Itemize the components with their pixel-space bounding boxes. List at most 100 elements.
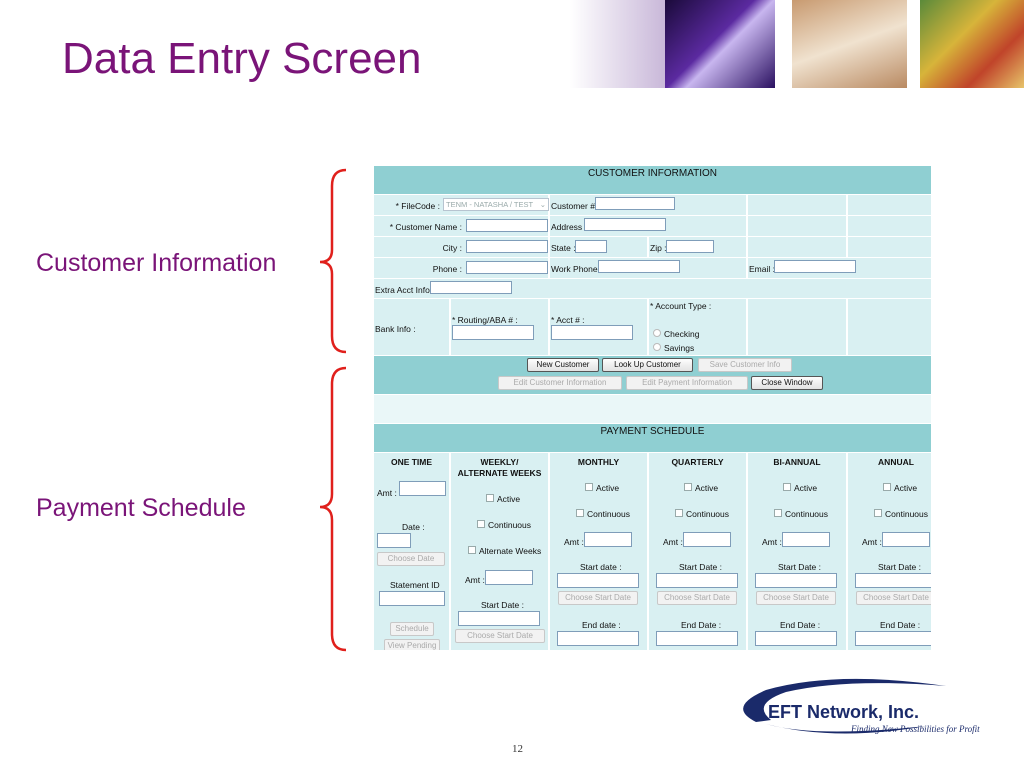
edit-customer-info-button[interactable]: Edit Customer Information bbox=[498, 376, 622, 390]
customer-number-input[interactable] bbox=[595, 197, 675, 210]
pen-photo bbox=[792, 0, 907, 88]
biannual-start-date-label: Start Date : bbox=[778, 562, 821, 572]
quarterly-column: QUARTERLY Active Continuous Amt : Start … bbox=[649, 453, 748, 650]
annual-amt-label: Amt : bbox=[862, 537, 882, 547]
bank-info-label: Bank Info : bbox=[375, 324, 416, 334]
annual-choose-start-date-button[interactable]: Choose Start Date bbox=[856, 591, 931, 605]
weekly-continuous-checkbox[interactable] bbox=[477, 520, 485, 528]
routing-label: * Routing/ABA # : bbox=[452, 315, 518, 325]
annual-end-date-input[interactable] bbox=[855, 631, 931, 646]
filecode-label: * FileCode : bbox=[395, 201, 440, 211]
quarterly-active-checkbox[interactable] bbox=[684, 483, 692, 491]
monthly-end-date-input[interactable] bbox=[557, 631, 639, 646]
weekly-continuous-label: Continuous bbox=[488, 520, 532, 530]
biannual-amt-input[interactable] bbox=[782, 532, 830, 547]
customer-brace bbox=[319, 168, 347, 354]
biannual-active-checkbox[interactable] bbox=[783, 483, 791, 491]
logo-name: EFT Network, Inc. bbox=[768, 702, 920, 722]
weekly-amt-input[interactable] bbox=[485, 570, 533, 585]
state-label: State : bbox=[551, 243, 576, 253]
customer-name-input[interactable] bbox=[466, 219, 548, 232]
quarterly-end-date-input[interactable] bbox=[656, 631, 738, 646]
close-window-button[interactable]: Close Window bbox=[751, 376, 823, 390]
phone-input[interactable] bbox=[466, 261, 548, 274]
one-time-amt-input[interactable] bbox=[399, 481, 446, 496]
quarterly-amt-input[interactable] bbox=[683, 532, 731, 547]
filecode-select[interactable]: TENM - NATASHA / TEST⌄ bbox=[443, 198, 549, 211]
monthly-continuous-label: Continuous bbox=[587, 509, 631, 519]
monthly-active-checkbox[interactable] bbox=[585, 483, 593, 491]
header-photo-strip bbox=[570, 0, 1024, 88]
quarterly-heading: QUARTERLY bbox=[671, 457, 724, 467]
annual-active-checkbox[interactable] bbox=[883, 483, 891, 491]
city-label: City : bbox=[442, 243, 462, 253]
savings-radio[interactable] bbox=[653, 343, 661, 351]
schedule-button[interactable]: Schedule bbox=[390, 622, 434, 636]
data-entry-form: CUSTOMER INFORMATION * FileCode : TENM -… bbox=[374, 166, 931, 650]
quarterly-choose-start-date-button[interactable]: Choose Start Date bbox=[657, 591, 737, 605]
one-time-date-input[interactable] bbox=[377, 533, 411, 548]
customer-info-header-text: CUSTOMER INFORMATION bbox=[587, 168, 718, 179]
customer-information-label: Customer Information bbox=[36, 249, 277, 277]
biannual-continuous-checkbox[interactable] bbox=[774, 509, 782, 517]
choose-date-button[interactable]: Choose Date bbox=[377, 552, 445, 566]
logo-tagline: Finding New Possibilities for Profit bbox=[851, 724, 980, 734]
annual-start-date-input[interactable] bbox=[855, 573, 931, 588]
biannual-end-date-input[interactable] bbox=[755, 631, 837, 646]
phone-label: Phone : bbox=[432, 264, 462, 274]
keyboard-photo bbox=[665, 0, 775, 88]
monthly-start-date-input[interactable] bbox=[557, 573, 639, 588]
payment-brace bbox=[319, 366, 347, 652]
work-phone-input[interactable] bbox=[598, 260, 680, 273]
quarterly-start-date-input[interactable] bbox=[656, 573, 738, 588]
quarterly-end-date-label: End Date : bbox=[681, 620, 722, 630]
credit-card-photo bbox=[920, 0, 1024, 88]
payment-columns: ONE TIME Amt : Date : Choose Date Statem… bbox=[374, 453, 931, 650]
weekly-active-checkbox[interactable] bbox=[486, 494, 494, 502]
quarterly-amt-label: Amt : bbox=[663, 537, 683, 547]
weekly-start-date-input[interactable] bbox=[458, 611, 540, 626]
statement-id-input[interactable] bbox=[379, 591, 445, 606]
new-customer-button[interactable]: New Customer bbox=[527, 358, 599, 372]
alternate-weeks-checkbox[interactable] bbox=[468, 546, 476, 554]
one-time-heading: ONE TIME bbox=[390, 457, 433, 467]
weekly-amt-label: Amt : bbox=[465, 575, 485, 585]
zip-input[interactable] bbox=[666, 240, 714, 253]
work-phone-label: Work Phone : bbox=[551, 264, 603, 274]
filecode-row: * FileCode : TENM - NATASHA / TEST⌄ Cust… bbox=[374, 195, 931, 216]
checking-radio[interactable] bbox=[653, 329, 661, 337]
weekly-heading-line2: ALTERNATE WEEKS bbox=[457, 468, 542, 478]
annual-continuous-checkbox[interactable] bbox=[874, 509, 882, 517]
look-up-customer-button[interactable]: Look Up Customer bbox=[602, 358, 693, 372]
monthly-continuous-checkbox[interactable] bbox=[576, 509, 584, 517]
biannual-active-label: Active bbox=[794, 483, 818, 493]
address-input[interactable] bbox=[584, 218, 666, 231]
annual-amt-input[interactable] bbox=[882, 532, 930, 547]
edit-payment-info-button[interactable]: Edit Payment Information bbox=[626, 376, 748, 390]
statement-id-label: Statement ID bbox=[390, 580, 440, 590]
city-row: City : State : Zip : bbox=[374, 237, 931, 258]
company-logo: EFT Network, Inc. Finding New Possibilit… bbox=[726, 672, 986, 744]
city-input[interactable] bbox=[466, 240, 548, 253]
one-time-date-label: Date : bbox=[402, 522, 425, 532]
routing-input[interactable] bbox=[452, 325, 534, 340]
monthly-start-date-label: Start date : bbox=[580, 562, 622, 572]
weekly-active-label: Active bbox=[497, 494, 521, 504]
customer-info-header: CUSTOMER INFORMATION bbox=[374, 166, 931, 195]
biannual-start-date-input[interactable] bbox=[755, 573, 837, 588]
monthly-choose-start-date-button[interactable]: Choose Start Date bbox=[558, 591, 638, 605]
annual-heading: ANNUAL bbox=[878, 457, 914, 467]
monthly-amt-input[interactable] bbox=[584, 532, 632, 547]
view-pending-button[interactable]: View Pending bbox=[384, 639, 440, 650]
extra-acct-input[interactable] bbox=[430, 281, 512, 294]
state-input[interactable] bbox=[575, 240, 607, 253]
email-input[interactable] bbox=[774, 260, 856, 273]
biannual-choose-start-date-button[interactable]: Choose Start Date bbox=[756, 591, 836, 605]
annual-continuous-label: Continuous bbox=[885, 509, 929, 519]
customer-name-row: * Customer Name : Address : bbox=[374, 216, 931, 237]
acct-input[interactable] bbox=[551, 325, 633, 340]
monthly-column: MONTHLY Active Continuous Amt : Start da… bbox=[550, 453, 649, 650]
save-customer-info-button[interactable]: Save Customer Info bbox=[698, 358, 792, 372]
weekly-choose-start-date-button[interactable]: Choose Start Date bbox=[455, 629, 545, 643]
quarterly-continuous-checkbox[interactable] bbox=[675, 509, 683, 517]
